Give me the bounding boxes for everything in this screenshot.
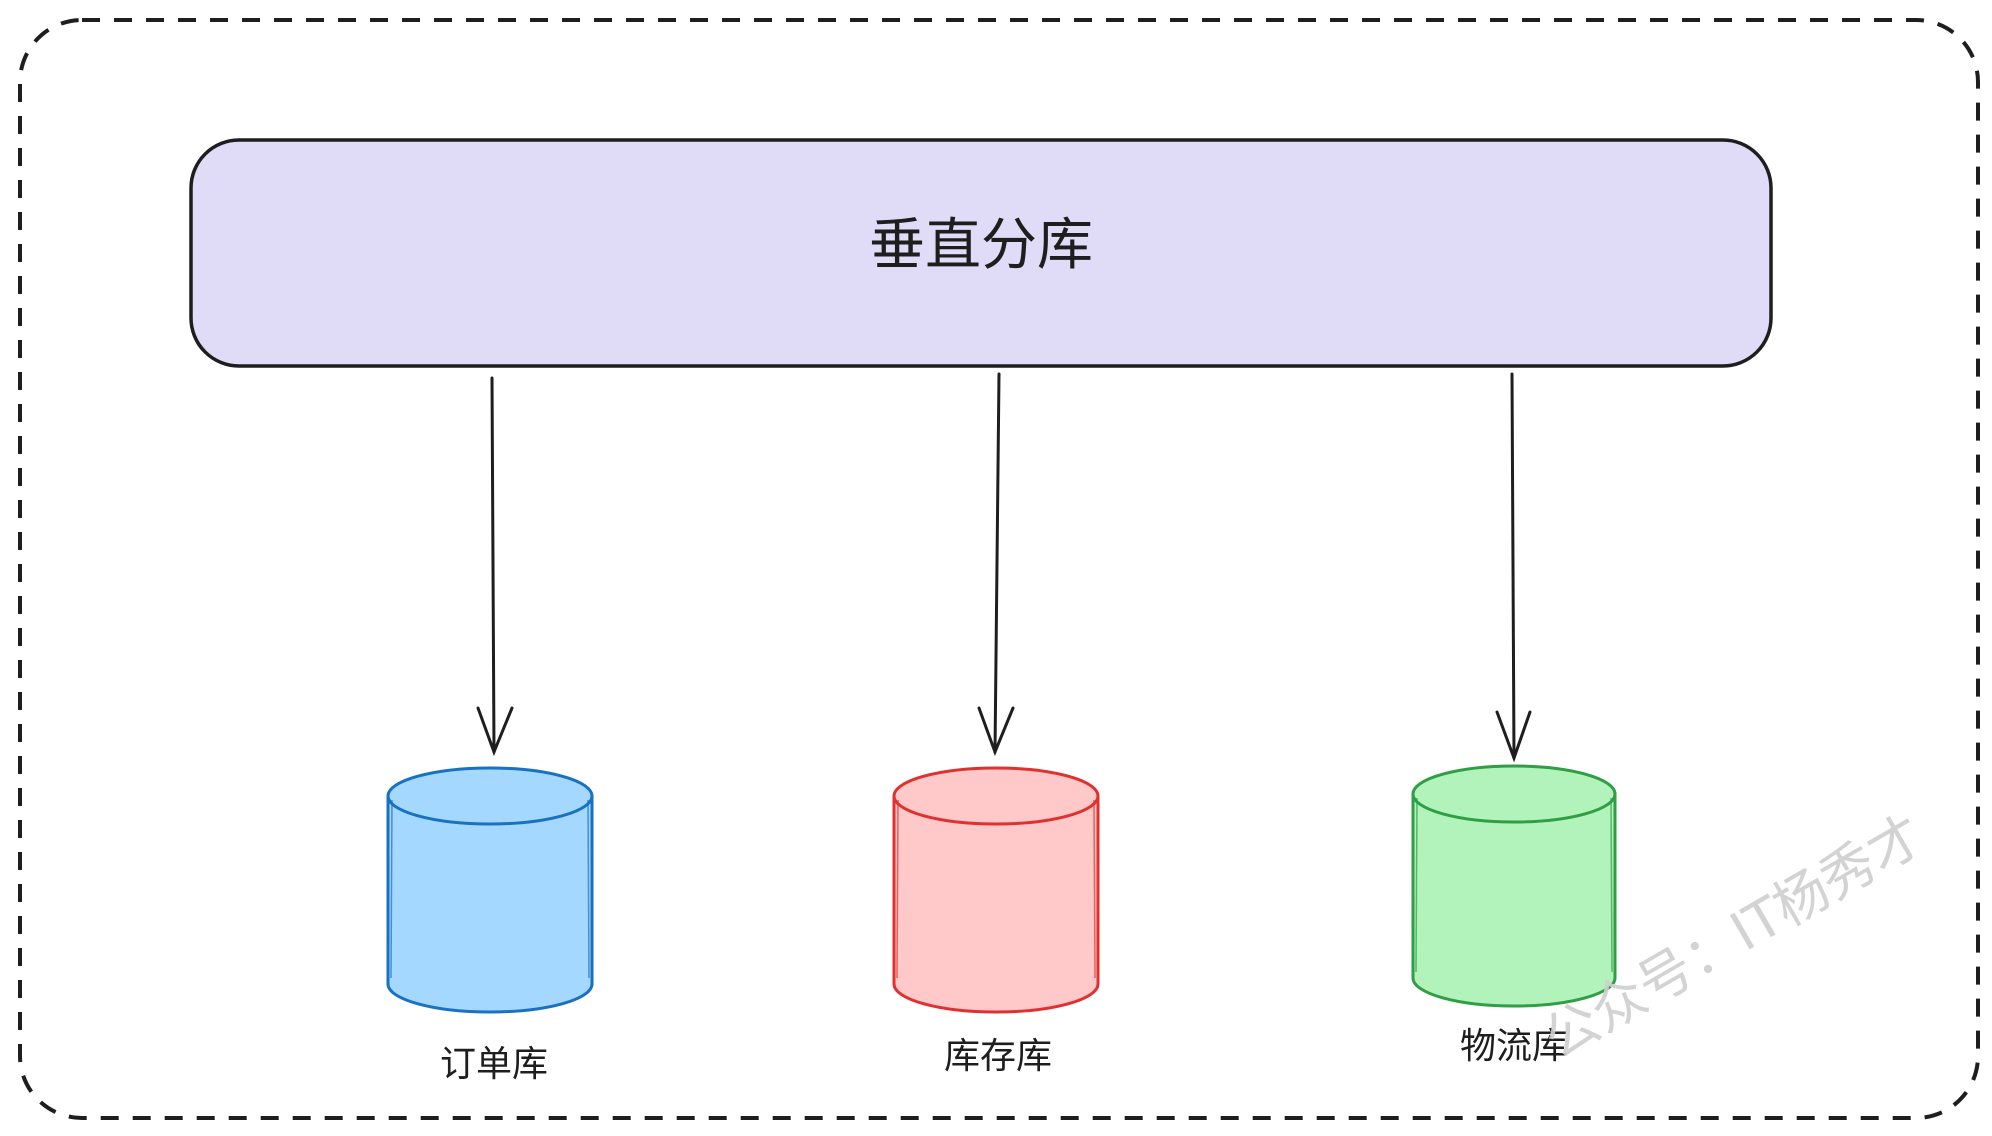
logistics-db-label: 物流库 [1460,1026,1568,1067]
order-db-cylinder [386,766,594,1014]
logistics-db-cylinder [1411,764,1617,1008]
arrow-to-logistics-db [1495,372,1532,763]
order-db-label: 订单库 [440,1044,548,1085]
arrow-to-inventory-db [977,372,1015,757]
header-box [189,138,1773,368]
header-title: 垂直分库 [869,213,1093,278]
outer-dashed-frame [18,18,1980,1120]
inventory-db-label: 库存库 [944,1036,1052,1077]
inventory-db-cylinder [892,766,1100,1014]
arrow-to-order-db [476,376,514,757]
